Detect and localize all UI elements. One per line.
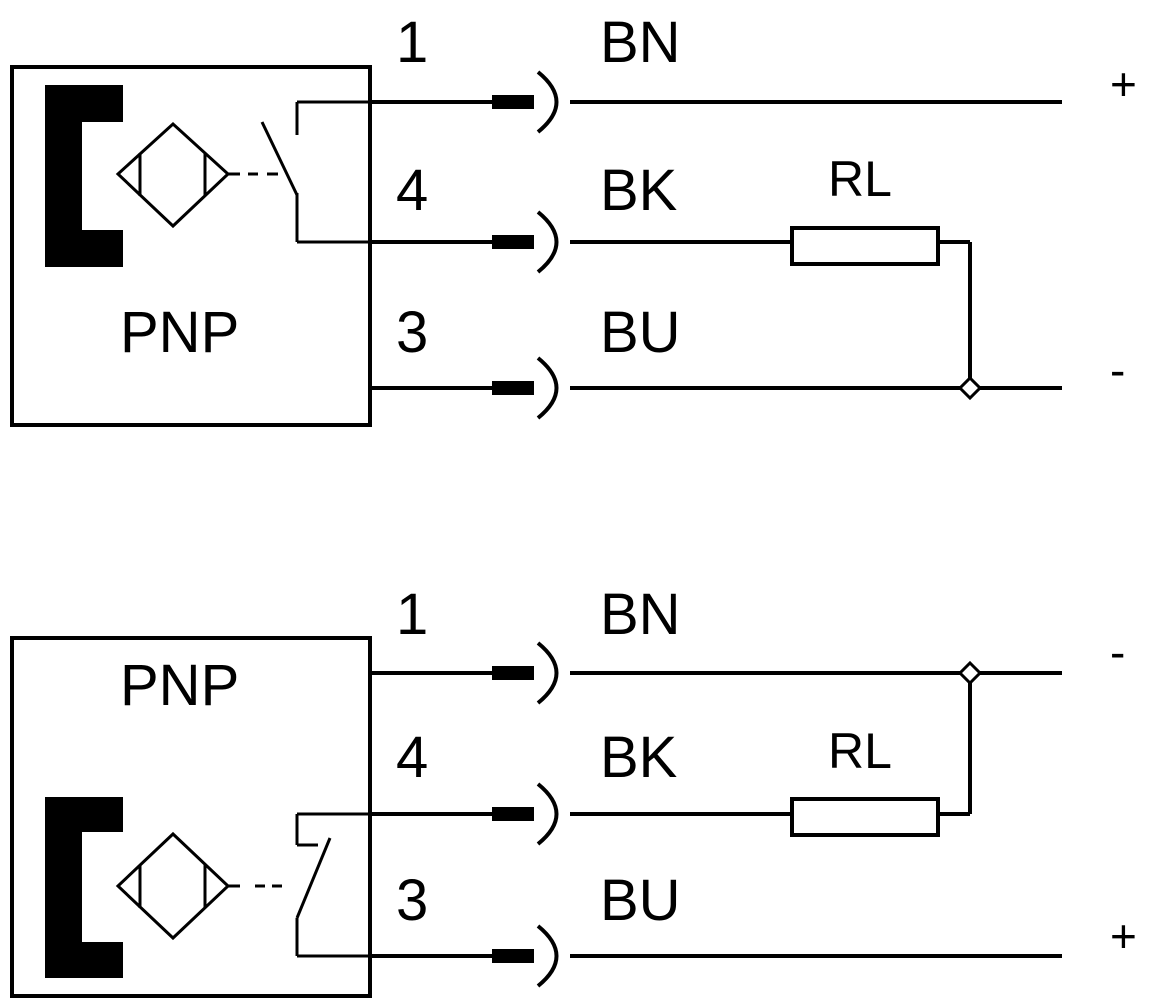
sensor-housing-bottom — [10, 636, 372, 998]
wire-color-bu-top: BU — [600, 300, 681, 365]
switch-contact-no-top — [260, 100, 368, 244]
wire-bu-top — [370, 356, 1062, 420]
pin-number-3-top: 3 — [396, 300, 428, 365]
pin-number-4-top: 4 — [396, 158, 428, 223]
sensor-housing-top — [10, 65, 372, 427]
load-resistor-bottom — [790, 797, 940, 837]
pin-number-3-bottom: 3 — [396, 868, 428, 933]
pin-number-1-top: 1 — [396, 10, 428, 75]
junction-node-top — [957, 375, 983, 401]
wire-color-bk-bottom: BK — [600, 725, 678, 790]
supply-plus-bottom: + — [1110, 910, 1137, 962]
sensor-type-label-top: PNP — [120, 300, 239, 365]
supply-minus-bottom: - — [1110, 626, 1125, 678]
proximity-sensor-icon-top — [115, 121, 258, 229]
load-resistor-top — [790, 226, 940, 266]
wire-bu-bottom — [370, 924, 1062, 988]
diagram-bottom: PNP 1 4 3 BN BK BU RL — [10, 582, 1137, 998]
sensing-face-icon-bottom — [45, 797, 123, 978]
wire-color-bu-bottom: BU — [600, 868, 681, 933]
wire-bn-top — [370, 70, 1062, 134]
wire-color-bk-top: BK — [600, 158, 678, 223]
load-label-bottom: RL — [828, 723, 892, 779]
pin-number-1-bottom: 1 — [396, 582, 428, 647]
sensor-type-label-bottom: PNP — [120, 653, 239, 718]
wire-bn-bottom — [370, 641, 1062, 814]
load-label-top: RL — [828, 151, 892, 207]
switch-contact-nc-bottom — [295, 812, 368, 958]
diagram-top: 1 4 3 BN BK BU PNP RL — [10, 10, 1137, 427]
wire-bk-top — [370, 210, 972, 378]
wire-bk-bottom — [370, 782, 970, 846]
proximity-sensor-icon-bottom — [115, 831, 282, 941]
supply-plus-top: + — [1110, 58, 1137, 110]
pin-number-4-bottom: 4 — [396, 725, 428, 790]
sensing-face-icon-top — [45, 85, 123, 267]
wire-color-bn-bottom: BN — [600, 582, 681, 647]
supply-minus-top: - — [1110, 344, 1125, 396]
wire-color-bn-top: BN — [600, 10, 681, 75]
junction-node-bottom — [957, 660, 983, 686]
